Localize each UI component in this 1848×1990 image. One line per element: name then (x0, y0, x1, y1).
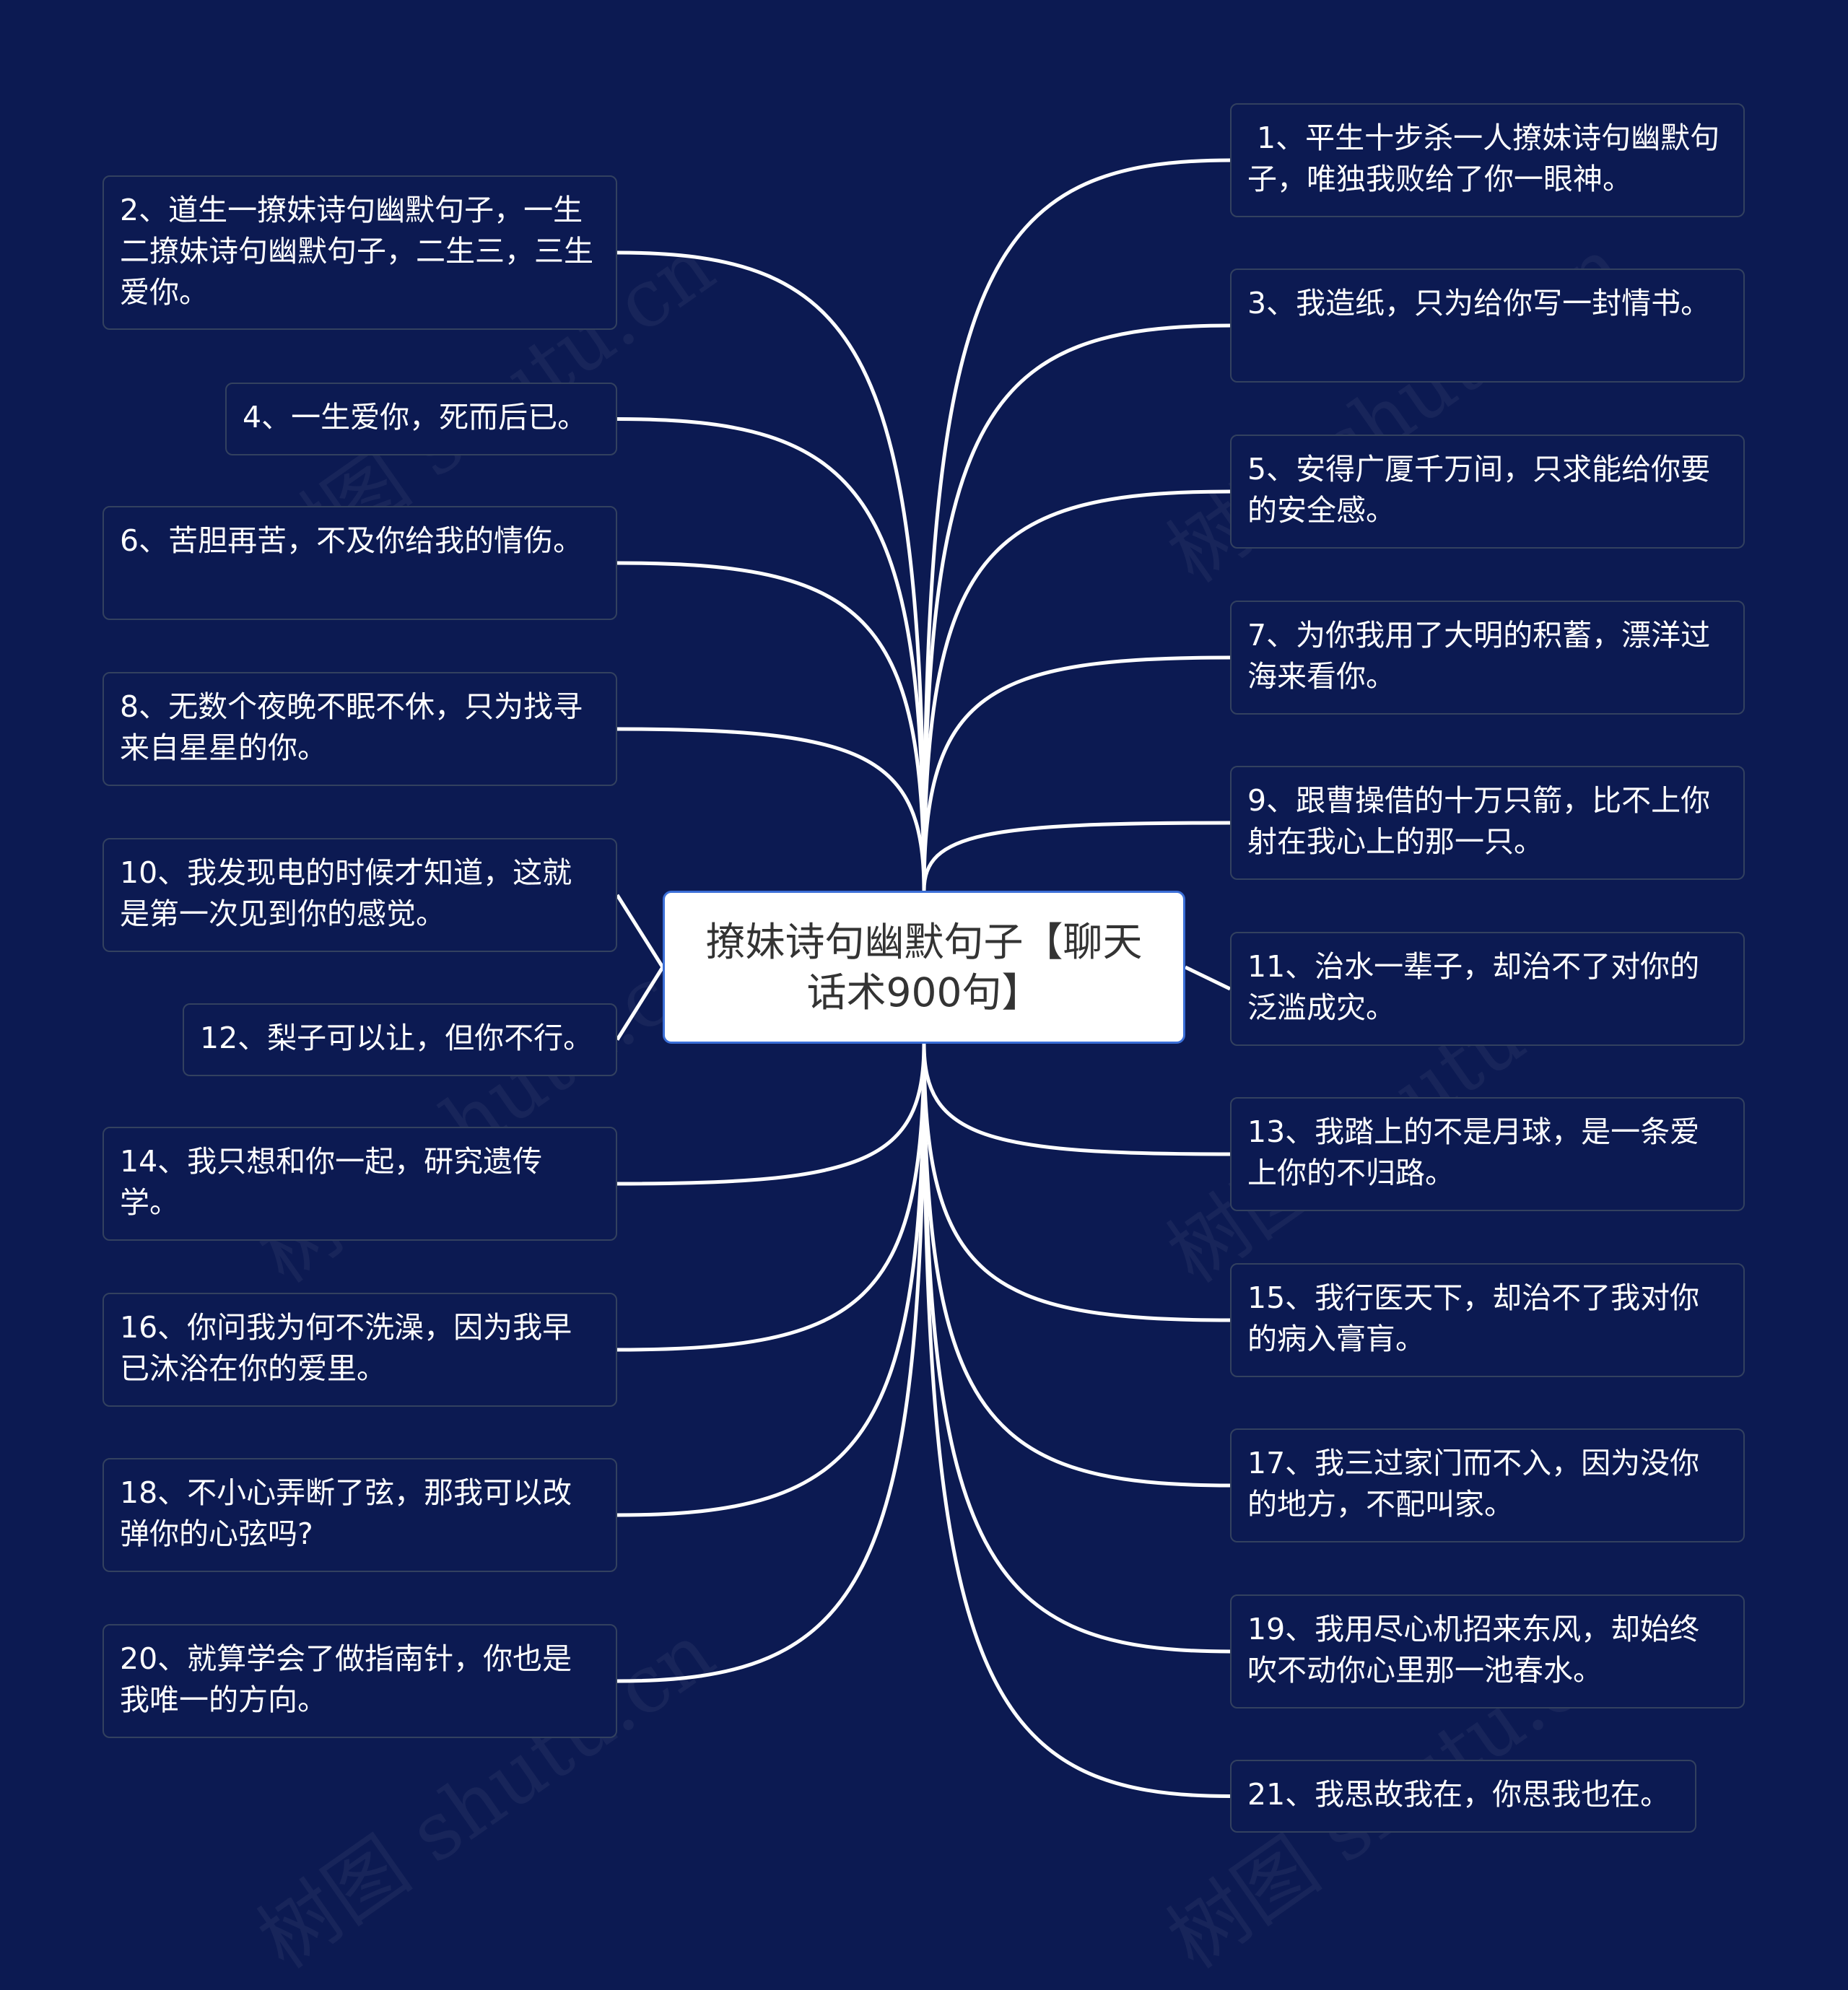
topic-node-7[interactable]: 7、为你我用了大明的积蓄，漂洋过海来看你。 (1230, 601, 1745, 715)
topic-node-10[interactable]: 10、我发现电的时候才知道，这就是第一次见到你的感觉。 (103, 838, 617, 952)
connector-line (616, 561, 926, 891)
connector-line (922, 1043, 1231, 1488)
connector-line (1184, 965, 1232, 991)
connector-line (615, 966, 665, 1041)
connector-line (616, 250, 926, 891)
connector-line (922, 821, 1231, 891)
topic-node-18[interactable]: 18、不小心弄断了弦，那我可以改弹你的心弦吗? (103, 1458, 617, 1572)
topic-node-8[interactable]: 8、无数个夜晚不眠不休，只为找寻来自星星的你。 (103, 672, 617, 786)
topic-node-21[interactable]: 21、我思故我在，你思我也在。 (1230, 1760, 1696, 1833)
connector-line (922, 489, 1231, 891)
mind-map: 树图 shutu.cn 树图 shutu.cn 树图 shutu.cn 树图 s… (103, 103, 1745, 1986)
topic-node-6[interactable]: 6、苦胆再苦，不及你给我的情伤。 (103, 506, 617, 620)
connector-lines (615, 158, 1232, 1798)
topic-node-16[interactable]: 16、你问我为何不洗澡，因为我早已沐浴在你的爱里。 (103, 1293, 617, 1407)
connector-line (922, 158, 1231, 891)
connector-line (922, 1043, 1231, 1156)
topic-node-19[interactable]: 19、我用尽心机招来东风，却始终吹不动你心里那一池春水。 (1230, 1594, 1745, 1708)
topic-node-15[interactable]: 15、我行医天下，却治不了我对你的病入膏肓。 (1230, 1263, 1745, 1377)
connector-line (616, 417, 926, 891)
topic-node-11[interactable]: 11、治水一辈子，却治不了对你的泛滥成灾。 (1230, 932, 1745, 1046)
central-topic[interactable]: 撩妹诗句幽默句子【聊天话术900句】 (663, 891, 1185, 1044)
topic-node-2[interactable]: 2、道生一撩妹诗句幽默句子，一生二撩妹诗句幽默句子，二生三，三生爱你。 (103, 175, 617, 330)
topic-node-17[interactable]: 17、我三过家门而不入，因为没你的地方，不配叫家。 (1230, 1428, 1745, 1542)
topic-node-14[interactable]: 14、我只想和你一起，研究遗传学。 (103, 1127, 617, 1241)
connector-line (616, 1043, 926, 1683)
connector-line (922, 1043, 1231, 1654)
topic-node-3[interactable]: 3、我造纸，只为给你写一封情书。 (1230, 269, 1745, 383)
connector-line (616, 727, 926, 891)
connector-line (615, 894, 665, 969)
connector-line (922, 1043, 1231, 1798)
connector-line (922, 323, 1231, 891)
connector-line (922, 1043, 1231, 1322)
topic-node-1[interactable]: 1、平生十步杀一人撩妹诗句幽默句子，唯独我败给了你一眼神。 (1230, 103, 1745, 217)
topic-node-9[interactable]: 9、跟曹操借的十万只箭，比不上你射在我心上的那一只。 (1230, 766, 1745, 880)
topic-node-20[interactable]: 20、就算学会了做指南针，你也是我唯一的方向。 (103, 1624, 617, 1738)
topic-node-12[interactable]: 12、梨子可以让，但你不行。 (183, 1003, 617, 1076)
connector-line (616, 1043, 926, 1352)
connector-line (616, 1043, 926, 1517)
topic-node-13[interactable]: 13、我踏上的不是月球，是一条爱上你的不归路。 (1230, 1097, 1745, 1211)
topic-node-5[interactable]: 5、安得广厦千万间，只求能给你要的安全感。 (1230, 435, 1745, 549)
connector-line (616, 1043, 926, 1186)
topic-node-4[interactable]: 4、一生爱你，死而后已。 (225, 383, 617, 455)
central-topic-label: 撩妹诗句幽默句子【聊天话术900句】 (705, 919, 1143, 1016)
connector-line (922, 655, 1231, 891)
